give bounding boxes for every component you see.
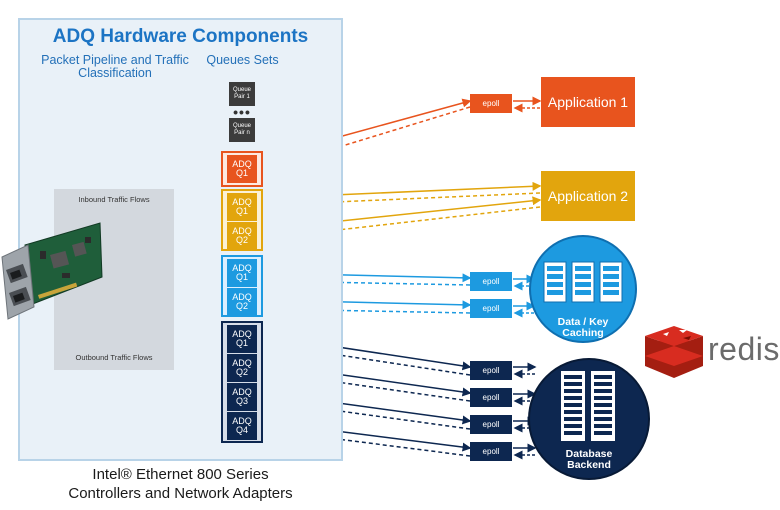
queue-group-blue: ADQ Q1 ADQ Q2 [221,255,263,317]
application-1-box: Application 1 [541,77,635,127]
queue-pair-n: Queue Pair n [229,118,255,142]
epoll-cache-1: epoll [470,272,512,291]
caching-label: Data / Key Caching [557,316,609,339]
inbound-label: Inbound Traffic Flows [78,195,150,204]
application-2-box: Application 2 [541,171,635,221]
queue-navy-q4: ADQ Q4 [227,412,257,440]
queue-orange-q1: ADQ Q1 [227,155,257,183]
queue-pair-1: Queue Pair 1 [229,82,255,106]
queues-label: Queues Sets [206,53,279,67]
footer-line-1: Intel® Ethernet 800 Series [92,466,269,483]
outbound-label: Outbound Traffic Flows [75,353,153,362]
database-server-icon [528,358,650,480]
product-footer: Intel® Ethernet 800 Series Controllers a… [18,465,343,503]
epoll-db-3: epoll [470,415,512,434]
queue-gold-q1: ADQ Q1 [227,193,257,221]
queue-group-gold: ADQ Q1 ADQ Q2 [221,189,263,251]
epoll-app1: epoll [470,94,512,113]
queue-group-navy: ADQ Q1 ADQ Q2 ADQ Q3 ADQ Q4 [221,321,263,443]
queue-navy-q1: ADQ Q1 [227,325,257,353]
pipeline-label: Packet Pipeline and Traffic Classificati… [41,53,189,80]
epoll-db-2: epoll [470,388,512,407]
epoll-db-1: epoll [470,361,512,380]
queue-pair-ellipsis: ••• [233,104,251,120]
network-adapter-card-icon [1,222,103,320]
hardware-title: ADQ Hardware Components [52,26,309,47]
redis-logo-icon [645,326,703,378]
epoll-db-4: epoll [470,442,512,461]
footer-line-2: Controllers and Network Adapters [68,485,293,502]
redis-wordmark: redis [708,331,780,367]
data-caching-server-icon [529,235,637,343]
database-label: Database Backend [565,448,613,471]
epoll-cache-2: epoll [470,299,512,318]
queue-group-orange: ADQ Q1 [221,151,263,187]
queue-blue-q1: ADQ Q1 [227,259,257,287]
queue-navy-q3: ADQ Q3 [227,383,257,411]
queue-navy-q2: ADQ Q2 [227,354,257,382]
queue-blue-q2: ADQ Q2 [227,288,257,316]
queue-gold-q2: ADQ Q2 [227,222,257,250]
